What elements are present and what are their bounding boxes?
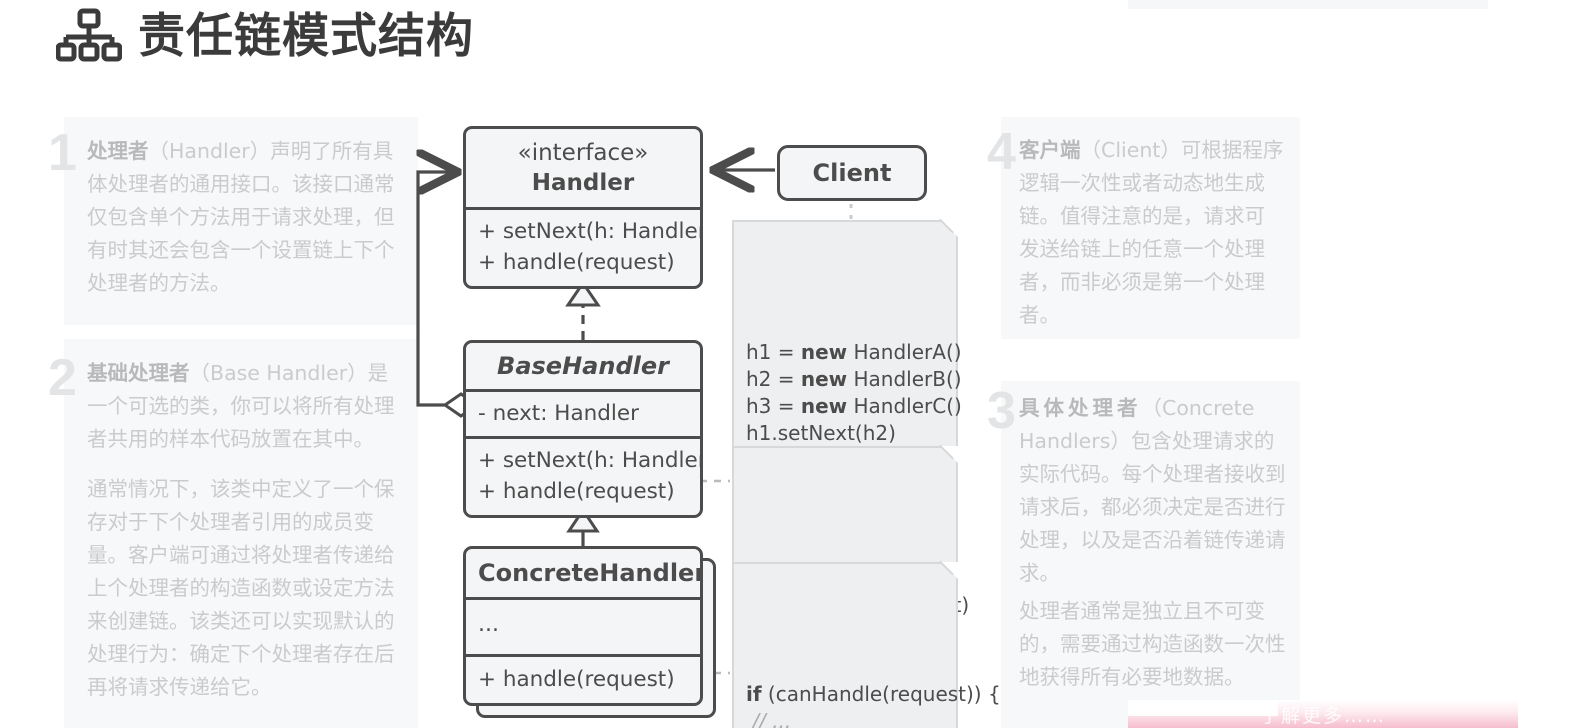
section-2-paragraph-2: 通常情况下，该类中定义了一个保存对于下个处理者引用的成员变量。客户端可通过将处理… [87, 473, 409, 704]
concretehandlers-operations: + handle(request) [466, 654, 700, 703]
section-2-paragraph-1: 基础处理者（Base Handler）是一个可选的类，你可以将所有处理者共用的样… [87, 357, 407, 456]
top-decoration-strip [1128, 0, 1488, 9]
section-number-2: 2 [48, 349, 77, 407]
handler-stereotype: «interface» [517, 140, 649, 166]
section-2-body-2: 通常情况下，该类中定义了一个保存对于下个处理者引用的成员变量。客户端可通过将处理… [87, 477, 395, 699]
section-number-4: 4 [987, 123, 1016, 181]
section-3-paragraph-1: 具体处理者（Concrete Handlers）包含处理请求的实际代码。每个处理… [1019, 392, 1287, 590]
panel-section-1 [64, 117, 418, 325]
handler-header: «interface» Handler [466, 129, 700, 207]
client-name: Client [812, 159, 892, 187]
basehandler-operations: + setNext(h: Handler) + handle(request) [466, 436, 700, 515]
section-4-body: （Client）可根据程序逻辑一次性或者动态地生成链。值得注意的是，请求可发送给… [1019, 138, 1284, 327]
page-title-row: 责任链模式结构 [56, 8, 474, 64]
uml-class-client[interactable]: Client [777, 145, 927, 201]
uml-class-handler[interactable]: «interface» Handler + setNext(h: Handler… [463, 126, 703, 289]
section-3-body-2: 处理者通常是独立且不可变的，需要通过构造函数一次性地获得所有必要地数据。 [1019, 599, 1286, 689]
section-3-lead: 具体处理者 [1019, 396, 1142, 420]
panel-section-3 [1001, 381, 1300, 728]
basehandler-attributes: - next: Handler [466, 389, 700, 436]
panel-section-4 [1001, 117, 1300, 339]
section-2-lead: 基础处理者 [87, 361, 190, 385]
section-4-paragraph: 客户端（Client）可根据程序逻辑一次性或者动态地生成链。值得注意的是，请求可… [1019, 134, 1284, 332]
handler-name: Handler [531, 170, 635, 196]
panel-section-2 [64, 339, 418, 728]
section-1-lead: 处理者 [87, 139, 149, 163]
basehandler-name: BaseHandler [497, 352, 669, 380]
section-4-lead: 客户端 [1019, 138, 1081, 162]
uml-class-basehandler[interactable]: BaseHandler - next: Handler + setNext(h:… [463, 340, 703, 518]
section-3-body-1: （Concrete Handlers）包含处理请求的实际代码。每个处理者接收到请… [1019, 396, 1286, 585]
concretehandlers-attributes: ... [466, 597, 700, 654]
relation-realization [565, 280, 601, 340]
uml-class-concretehandlers[interactable]: ConcreteHandlers ... + handle(request) [463, 546, 703, 706]
bottom-banner-text: 了解更多…… [1259, 704, 1386, 727]
section-1-body: （Handler）声明了所有具体处理者的通用接口。该接口通常仅包含单个方法用于请… [87, 139, 395, 295]
note-fold-icon [941, 562, 958, 579]
note-fold-icon [941, 446, 958, 463]
concretehandlers-name: ConcreteHandlers [478, 559, 703, 587]
note-fold-icon [941, 220, 958, 237]
section-1-paragraph: 处理者（Handler）声明了所有具体处理者的通用接口。该接口通常仅包含单个方法… [87, 135, 407, 300]
section-number-1: 1 [48, 124, 77, 182]
handler-operations: + setNext(h: Handler) + handle(request) [466, 207, 700, 286]
section-number-3: 3 [987, 382, 1016, 440]
section-2-body-1: （Base Handler）是一个可选的类，你可以将所有处理者共用的样本代码放置… [87, 361, 395, 451]
hierarchy-icon [56, 8, 122, 62]
note-concrete-code-body: if (canHandle(request)) { // ... } else … [746, 682, 1001, 728]
section-3-paragraph-2: 处理者通常是独立且不可变的，需要通过构造函数一次性地获得所有必要地数据。 [1019, 595, 1287, 694]
page-title: 责任链模式结构 [138, 8, 474, 64]
banner-top-mask [1128, 700, 1278, 716]
note-concrete-code: if (canHandle(request)) { // ... } else … [732, 548, 1001, 728]
